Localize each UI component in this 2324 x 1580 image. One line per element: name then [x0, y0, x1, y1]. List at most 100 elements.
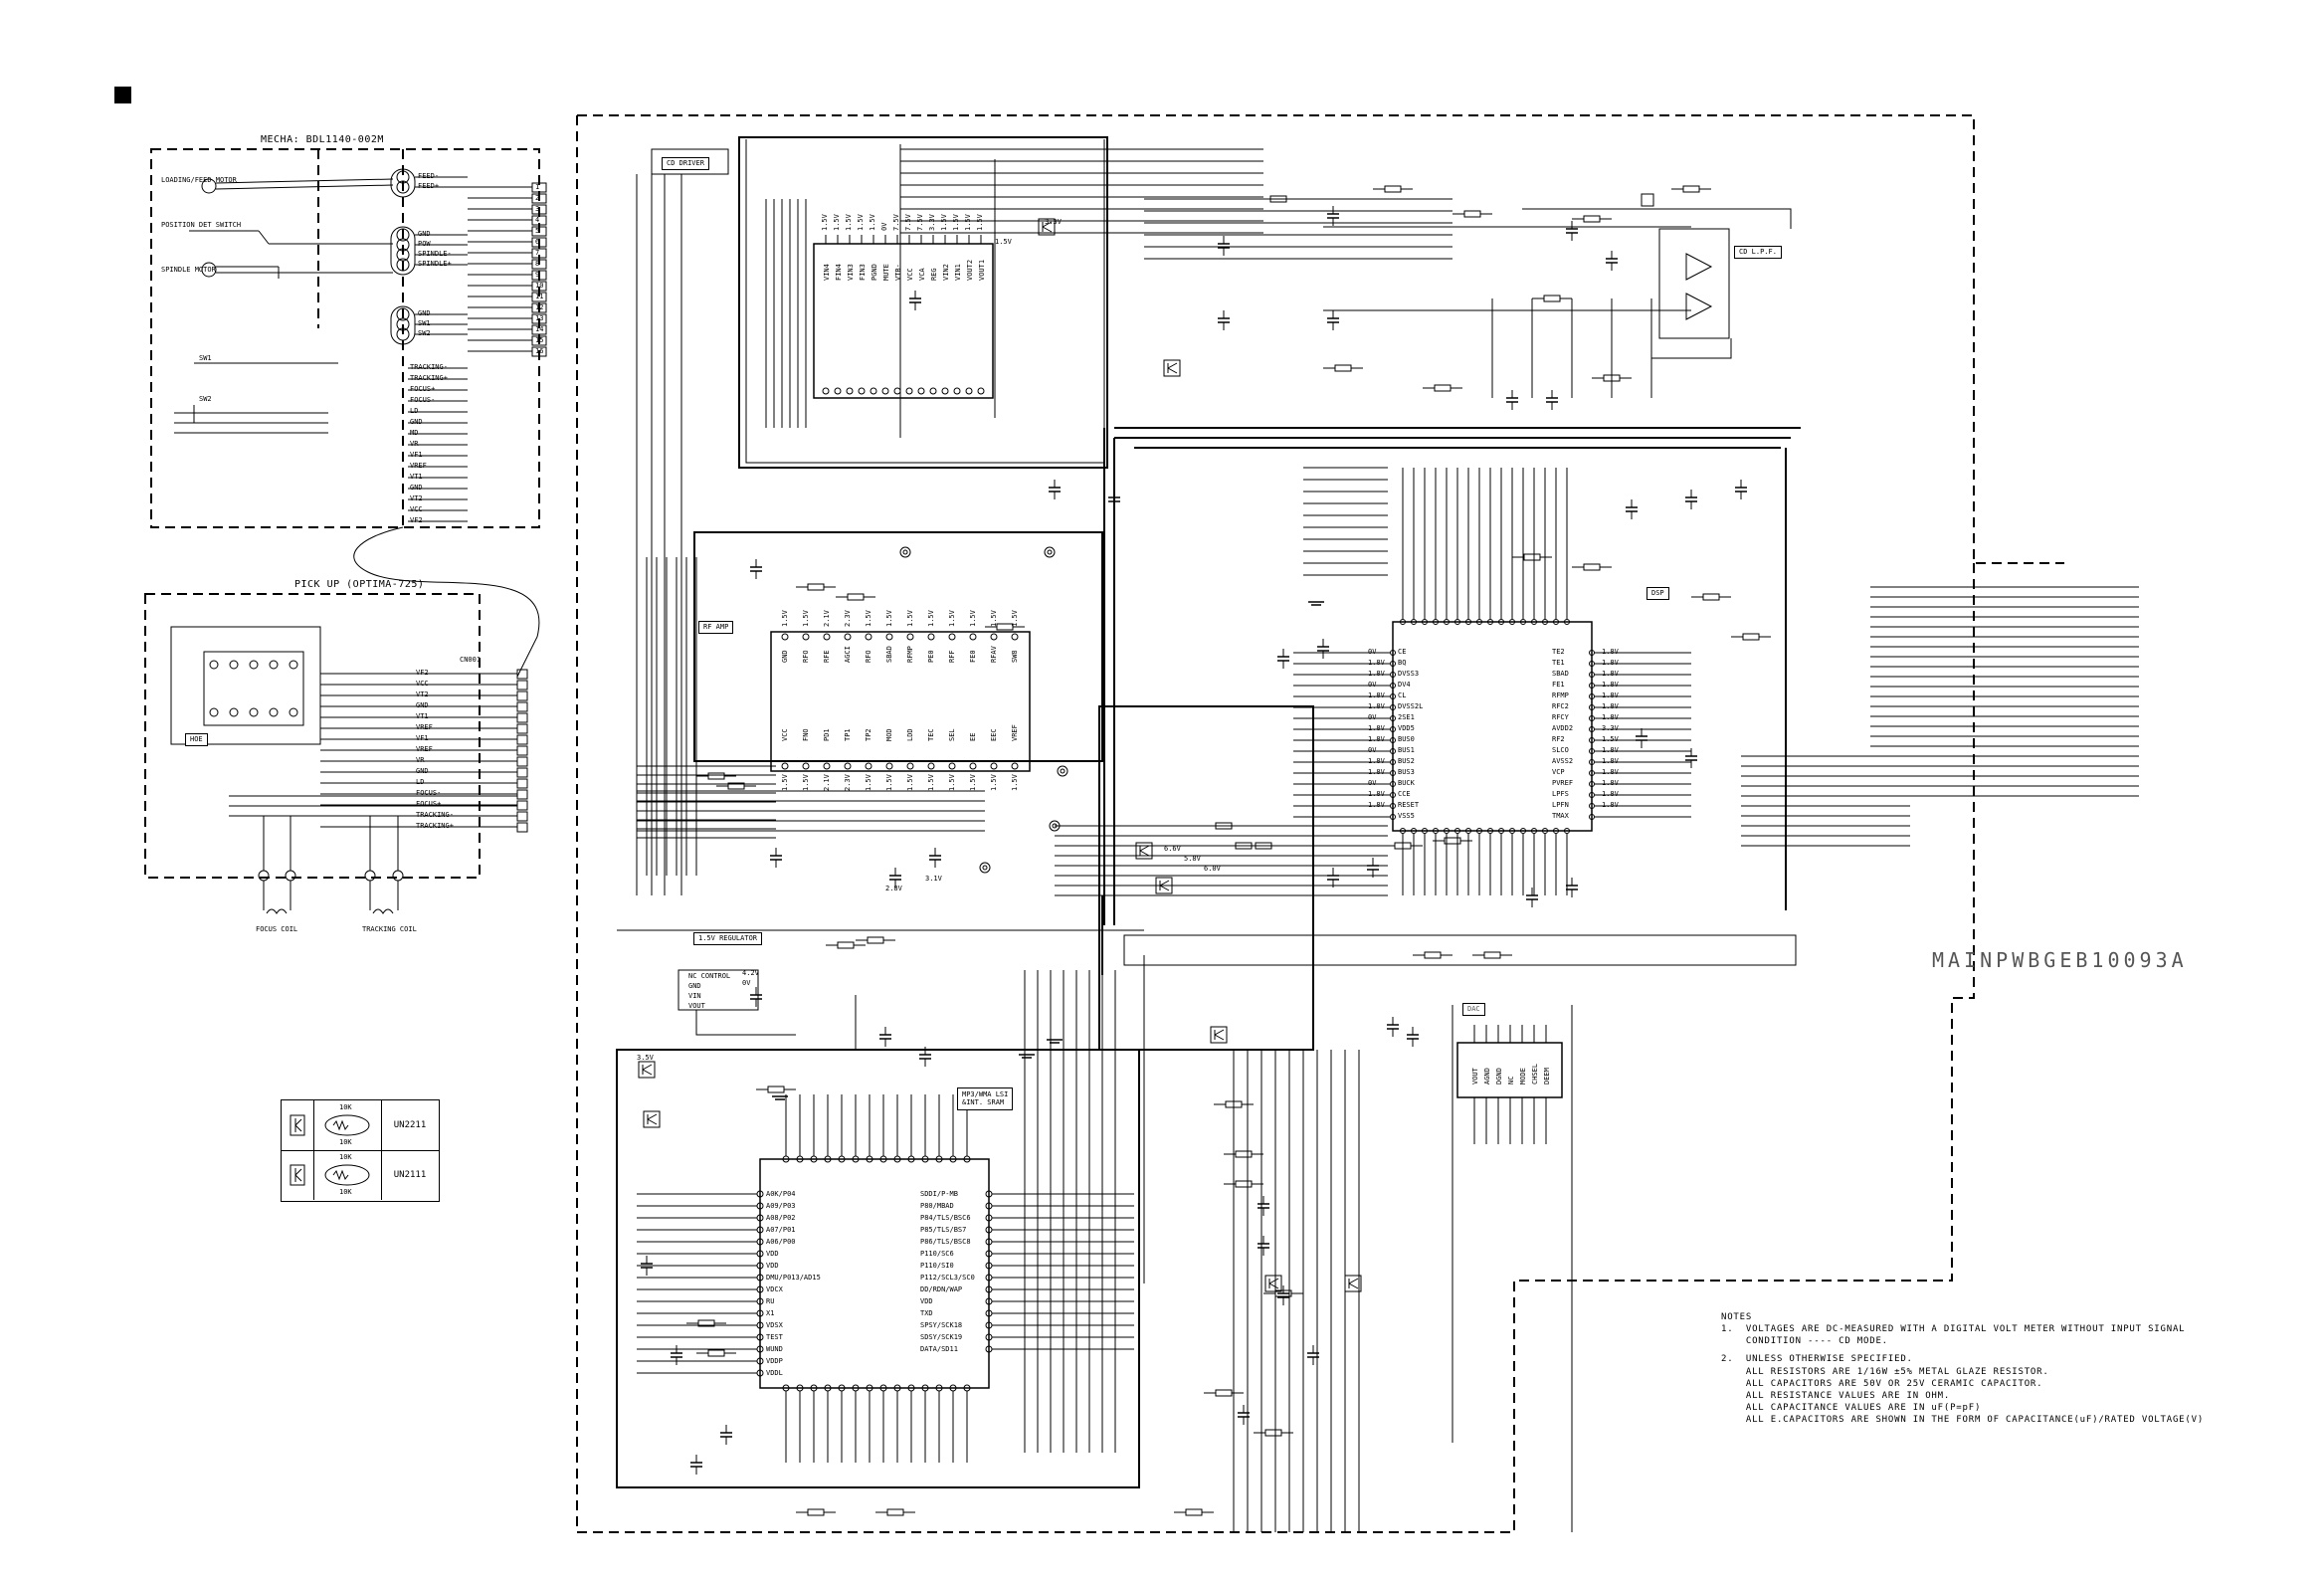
resistor — [1185, 1508, 1203, 1516]
mecha-pin-label: SPINDLE+ — [418, 260, 452, 268]
legend-transistor-icon — [282, 1100, 314, 1150]
ic-pin — [985, 1297, 993, 1305]
cd-driver-pin: VCC — [906, 268, 914, 281]
notes-title: NOTES — [1721, 1312, 1753, 1322]
resistor — [1334, 364, 1352, 372]
dsp-voltage: 1.8V — [1602, 713, 1619, 721]
dsp-voltage: 1.8V — [1602, 659, 1619, 667]
opamp — [1685, 253, 1713, 281]
rf-amp-pin: RFF — [948, 650, 956, 663]
connector-pin — [531, 281, 547, 292]
connector-pin-number: 15 — [535, 336, 544, 344]
resistor — [1394, 842, 1412, 850]
pickup-pin-label: VR — [416, 756, 425, 764]
mecha-connector-group — [390, 226, 416, 276]
resistor — [1235, 1150, 1253, 1158]
dac-pin: DGND — [1495, 1068, 1503, 1085]
pickup-connector-pin — [516, 691, 528, 701]
mp3-lsi-line2: &INT. SRAM — [962, 1098, 1005, 1107]
legend-part2: UN2111 — [393, 1170, 427, 1180]
rf-amp-pin: FNO — [802, 728, 810, 741]
notes: NOTES 1. VOLTAGES ARE DC-MEASURED WITH A… — [1721, 1311, 2278, 1426]
ic-pin — [823, 633, 831, 641]
dsp-pin: PVREF — [1552, 779, 1574, 787]
wire — [1348, 1278, 1359, 1284]
ic-pin — [985, 1345, 993, 1353]
wire — [215, 184, 394, 190]
connector-pin-number: 1 — [535, 183, 540, 191]
test-point-inner — [902, 549, 908, 555]
connector-pin-number: 3 — [535, 205, 540, 213]
ic-pin — [1520, 828, 1526, 834]
ic-pin — [917, 387, 925, 395]
lsi-pin: RU — [766, 1297, 775, 1305]
cd-lpf-frame — [1658, 228, 1730, 339]
coil-terminal — [285, 870, 296, 882]
lsi-pin: P112/SCL3/SC0 — [920, 1274, 975, 1282]
ic-pin — [1589, 683, 1595, 689]
pickup-pin-label: VREF — [416, 723, 433, 731]
ic-pin — [1498, 619, 1504, 625]
ic-pin — [885, 762, 893, 770]
ic-pin — [893, 1155, 901, 1163]
misc-voltage: 5.8V — [1184, 855, 1201, 863]
ic-pin — [1531, 619, 1537, 625]
wire — [647, 1113, 658, 1120]
ic-pin — [802, 762, 810, 770]
dsp-pin: FE1 — [1552, 681, 1565, 689]
rf-amp-voltage: 1.5V — [1011, 610, 1019, 627]
ic-pin — [929, 387, 937, 395]
rf-amp-voltage: 1.5V — [885, 774, 893, 791]
ic-pin — [756, 1262, 764, 1270]
dsp-voltage: 0V — [1368, 746, 1377, 754]
cd-driver-pin: VIN3 — [847, 264, 855, 281]
connector-pin — [531, 193, 547, 204]
ic-pin — [1589, 792, 1595, 798]
ic-pin — [1531, 828, 1537, 834]
flex-pin-label: TRACKING- — [410, 363, 448, 371]
rf-amp-pin: EE — [969, 732, 977, 741]
wire — [1159, 880, 1170, 887]
dsp-pin: SLCO — [1552, 746, 1569, 754]
ic-pin — [963, 1155, 971, 1163]
pickup-connector-pin — [516, 778, 528, 789]
wire — [1348, 1283, 1359, 1289]
rf-amp-voltage: 1.5V — [927, 610, 935, 627]
cd-driver-voltage: 1.5V — [940, 214, 948, 231]
pickup-connector-pin — [516, 800, 528, 811]
rf-amp-voltage: 2.1V — [823, 610, 831, 627]
pickup-connector-pin — [516, 811, 528, 822]
dsp-pin: TE2 — [1552, 648, 1565, 656]
resistor — [1463, 210, 1481, 218]
legend-transistor-icon-2 — [282, 1150, 314, 1200]
position-switch-label: POSITION DET SWITCH — [161, 221, 242, 229]
ic-pin — [1589, 715, 1595, 721]
dsp-voltage: 3.3V — [1602, 724, 1619, 732]
pickup-pin-label: FOCUS- — [416, 789, 442, 797]
connector-pin — [531, 324, 547, 335]
resistor — [1225, 1100, 1243, 1108]
resistor — [767, 1086, 785, 1093]
ic-pin — [1589, 748, 1595, 754]
connector-pin-number: 7 — [535, 249, 540, 257]
ic-pin — [1589, 693, 1595, 699]
test-point-inner — [982, 865, 988, 871]
rf-amp-pin: MOD — [885, 728, 893, 741]
opamp — [1685, 293, 1713, 320]
dsp-pin: AVDD2 — [1552, 724, 1574, 732]
pickup-connector-pin — [516, 734, 528, 745]
rf-amp-voltage: 1.5V — [781, 774, 789, 791]
pickup-connector-pin — [516, 745, 528, 756]
rf-amp-voltage: 1.5V — [969, 774, 977, 791]
ic-pin — [948, 762, 956, 770]
ic-pin — [985, 1226, 993, 1234]
ic-pin — [1390, 748, 1396, 754]
ic-pin — [1454, 619, 1460, 625]
rf-amp-voltage: 1.5V — [865, 610, 872, 627]
resistor — [707, 1349, 725, 1357]
pickup-connector-pin — [516, 680, 528, 691]
mecha-connector-pin — [396, 317, 410, 331]
ic-pin — [969, 633, 977, 641]
ic-pin — [885, 633, 893, 641]
flex-pin-label: LD — [410, 407, 419, 415]
